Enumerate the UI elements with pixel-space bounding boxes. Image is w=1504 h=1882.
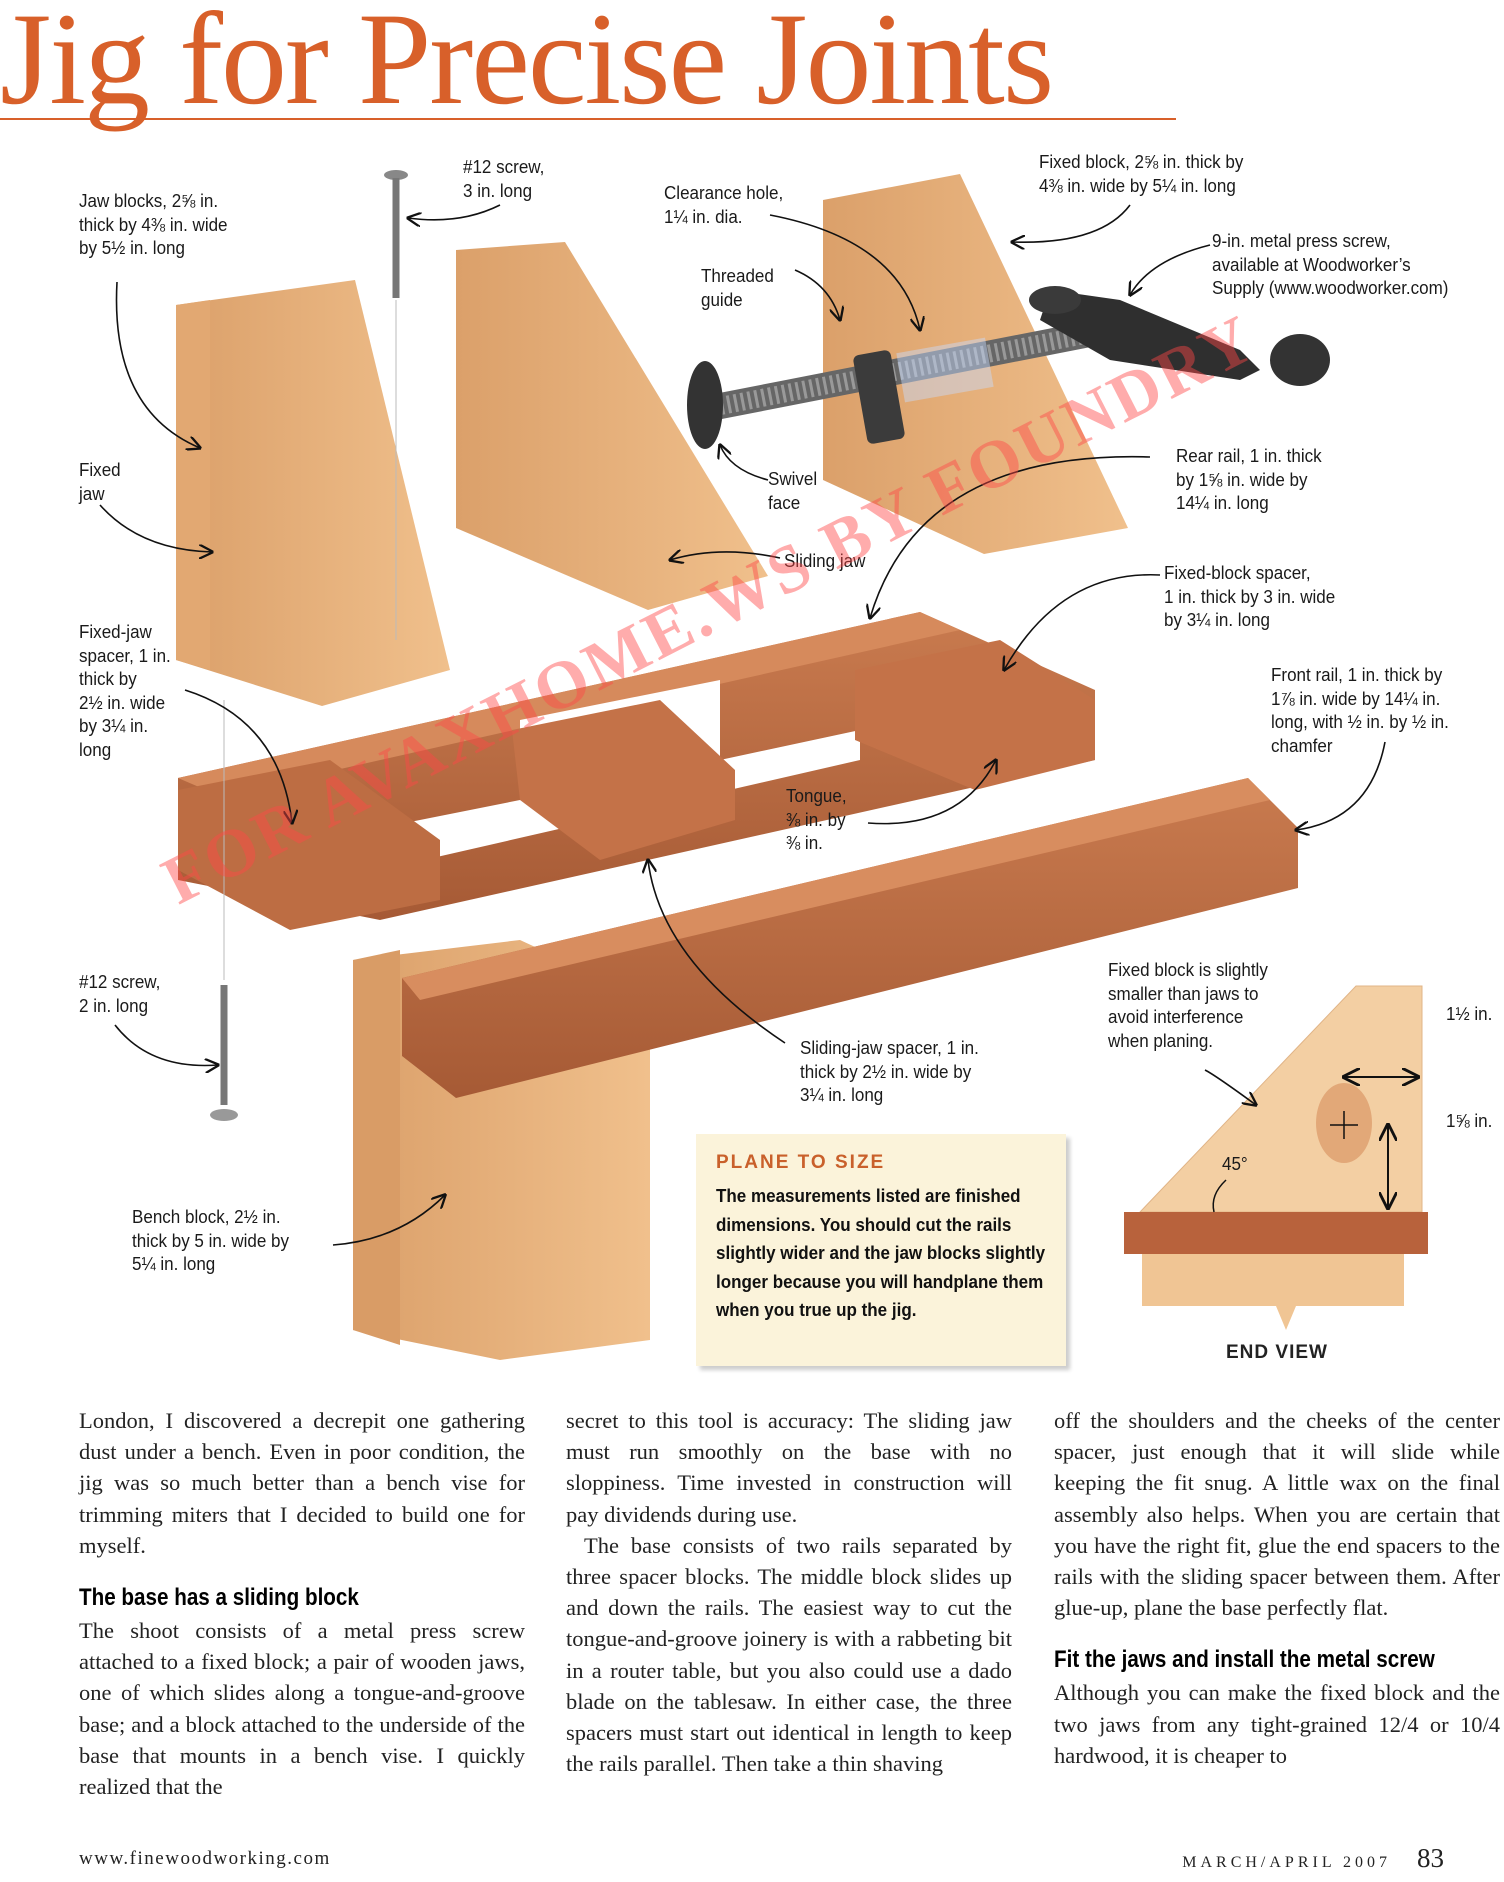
end-view-label: END VIEW (1226, 1342, 1328, 1363)
fixed-jaw-spacer (178, 760, 440, 930)
label-fixed-jaw-spacer: Fixed-jaw spacer, 1 in. thick by 2½ in. … (79, 621, 171, 760)
sliding-jaw-block (456, 242, 768, 610)
label-fixed-block: Fixed block, 2⅝ in. thick by 4⅜ in. wide… (1039, 151, 1244, 196)
label-screw-3in: #12 screw, 3 in. long (463, 156, 545, 201)
fixed-block-spacer (855, 640, 1095, 790)
label-screw-2in: #12 screw, 2 in. long (79, 971, 161, 1016)
label-front-rail: Front rail, 1 in. thick by 1⅞ in. wide b… (1271, 664, 1449, 756)
base-front-rail (402, 778, 1298, 1098)
end-view-diagram (1124, 985, 1428, 1330)
label-fixed-jaw: Fixed jaw (79, 459, 121, 504)
exploded-jig-illustration (99, 170, 1428, 1360)
footer-website: www.finewoodworking.com (79, 1848, 331, 1869)
label-fixed-block-spacer: Fixed-block spacer, 1 in. thick by 3 in.… (1164, 562, 1336, 630)
footer-issue: MARCH/APRIL 2007 (1182, 1854, 1391, 1871)
label-dim-1-5-8: 1⅝ in. (1446, 1110, 1493, 1131)
screw-2in (210, 700, 238, 1121)
paragraph: The base consists of two rails separated… (566, 1532, 1012, 1777)
label-swivel-face: Swivel face (768, 468, 818, 513)
label-dim-1-half: 1½ in. (1446, 1003, 1493, 1024)
label-clearance-hole: Clearance hole, 1¼ in. dia. (664, 182, 784, 227)
page-title: Jig for Precise Joints (0, 0, 1054, 132)
label-sliding-jaw-spacer: Sliding-jaw spacer, 1 in. thick by 2½ in… (800, 1037, 979, 1105)
label-press-screw: 9-in. metal press screw, available at Wo… (1212, 230, 1449, 298)
label-sliding-jaw: Sliding jaw (784, 550, 866, 571)
text-column-3: off the shoulders and the cheeks of the … (1054, 1405, 1500, 1771)
fixed-jaw-block (176, 280, 450, 706)
section-heading: Fit the jaws and install the metal screw (1054, 1646, 1435, 1674)
label-jaw-blocks: Jaw blocks, 2⅝ in. thick by 4⅜ in. wide … (79, 190, 228, 258)
title-underline (0, 118, 1176, 120)
text-column-2: secret to this tool is accuracy: The sli… (566, 1405, 1012, 1779)
plane-to-size-sidebar: PLANE TO SIZE The measurements listed ar… (696, 1134, 1066, 1366)
section-heading: The base has a sliding block (79, 1584, 359, 1612)
footer-issue-info: MARCH/APRIL 2007 83 (1182, 1843, 1444, 1874)
paragraph: London, I discovered a decrepit one gath… (79, 1408, 525, 1558)
paragraph: Although you can make the fixed block an… (1054, 1680, 1500, 1768)
label-fixed-block-note: Fixed block is slightly smaller than jaw… (1108, 959, 1268, 1051)
leader-lines (99, 204, 1386, 1246)
page-number: 83 (1417, 1843, 1444, 1873)
label-rear-rail: Rear rail, 1 in. thick by 1⅝ in. wide by… (1176, 445, 1322, 513)
paragraph: The shoot consists of a metal press scre… (79, 1618, 525, 1800)
label-angle-45: 45° (1222, 1153, 1248, 1174)
metal-press-screw (687, 286, 1330, 449)
sliding-jaw-spacer (512, 700, 735, 860)
paragraph: off the shoulders and the cheeks of the … (1054, 1408, 1500, 1621)
sidebar-heading: PLANE TO SIZE (716, 1152, 886, 1173)
label-threaded-guide: Threaded guide (701, 265, 774, 310)
text-column-1: London, I discovered a decrepit one gath… (79, 1405, 525, 1802)
sidebar-body: The measurements listed are finished dim… (716, 1185, 1046, 1320)
paragraph: secret to this tool is accuracy: The sli… (566, 1408, 1012, 1527)
label-bench-block: Bench block, 2½ in. thick by 5 in. wide … (132, 1206, 290, 1274)
screw-3in (384, 170, 408, 640)
label-tongue: Tongue, ⅜ in. by ⅜ in. (786, 785, 847, 853)
